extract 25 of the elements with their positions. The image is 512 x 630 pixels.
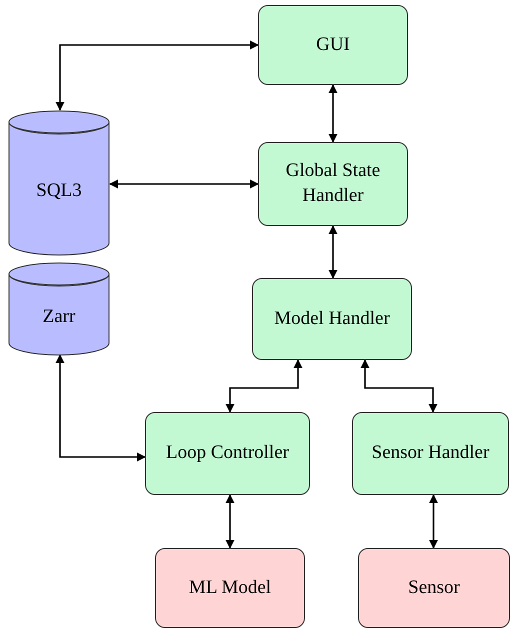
process-box: [145, 412, 310, 495]
process-box: [352, 412, 509, 495]
node-label: Loop Controller: [165, 441, 290, 466]
arrow: [226, 359, 302, 413]
node-label: GUI: [315, 32, 351, 57]
arrow: [328, 225, 338, 279]
arrow: [328, 84, 338, 143]
external-box: [155, 548, 305, 628]
process-box: [258, 142, 408, 226]
node-label: Zarr: [42, 305, 76, 330]
node-label: SQL3: [35, 179, 83, 204]
arrow: [56, 40, 259, 111]
process-box: [258, 5, 408, 85]
node-label: ML Model: [188, 576, 272, 600]
external-box: [358, 548, 510, 628]
process-box: [252, 278, 412, 360]
node-label: Model Handler: [273, 306, 391, 331]
arrow: [56, 354, 146, 462]
node-label: Sensor Handler: [370, 441, 490, 466]
arrow: [360, 359, 438, 413]
node-label: Sensor: [407, 576, 461, 600]
arrow: [429, 494, 438, 549]
arrow: [109, 180, 259, 188]
node-label: Global State Handler: [284, 159, 382, 208]
arrow: [226, 494, 234, 549]
